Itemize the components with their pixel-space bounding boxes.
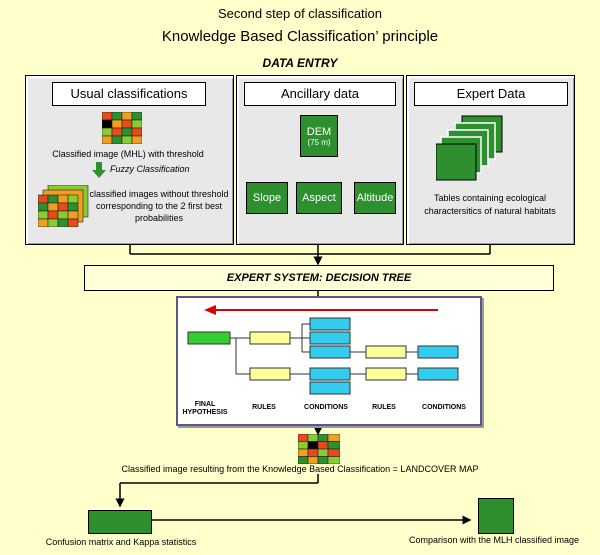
- tree-label-rules-1: RULES: [252, 404, 276, 411]
- comparison-box: [478, 498, 514, 534]
- comparison-caption: Comparison with the MLH classified image: [408, 535, 580, 545]
- stacked-tables-icon: [436, 115, 503, 181]
- no-threshold-caption: classified images without threshold corr…: [89, 189, 229, 223]
- landcover-map-icon: [298, 434, 340, 464]
- expert-caption: Tables containing ecological charactersi…: [424, 193, 556, 216]
- down-arrow-icon: [92, 162, 106, 178]
- expert-system-bar: EXPERT SYSTEM: DECISION TREE: [84, 265, 554, 291]
- slope-box: Slope: [246, 182, 288, 214]
- dem-resolution: (75 m): [307, 137, 331, 147]
- decision-tree-graphic: [187, 305, 459, 395]
- confusion-matrix-box: [88, 510, 152, 534]
- tree-label-conditions-2: CONDITIONS: [422, 404, 466, 411]
- confusion-matrix-caption: Confusion matrix and Kappa statistics: [45, 537, 197, 547]
- data-entry-heading: DATA ENTRY: [262, 56, 338, 70]
- fuzzy-label: Fuzzy Classification: [110, 164, 190, 174]
- subtitle: Second step of classification: [217, 6, 383, 21]
- tree-label-final-hypothesis: FINAL HYPOTHESIS: [182, 401, 228, 416]
- landcover-caption: Classified image resulting from the Know…: [121, 464, 479, 474]
- usual-classifications-label: Usual classifications: [52, 82, 206, 106]
- mhl-caption: Classified image (MHL) with threshold: [52, 149, 204, 159]
- altitude-box: Altitude: [354, 182, 396, 214]
- mhl-image-icon: [102, 112, 142, 144]
- tree-label-rules-2: RULES: [372, 404, 396, 411]
- tree-label-conditions-1: CONDITIONS: [304, 404, 348, 411]
- dem-box: DEM (75 m): [300, 115, 338, 157]
- aspect-box: Aspect: [296, 182, 342, 214]
- dem-label: DEM: [306, 125, 332, 138]
- page-title: Knowledge Based Classification’ principl…: [161, 28, 439, 45]
- stacked-images-icon: [38, 185, 89, 227]
- ancillary-data-label: Ancillary data: [244, 82, 396, 106]
- expert-data-label: Expert Data: [414, 82, 568, 106]
